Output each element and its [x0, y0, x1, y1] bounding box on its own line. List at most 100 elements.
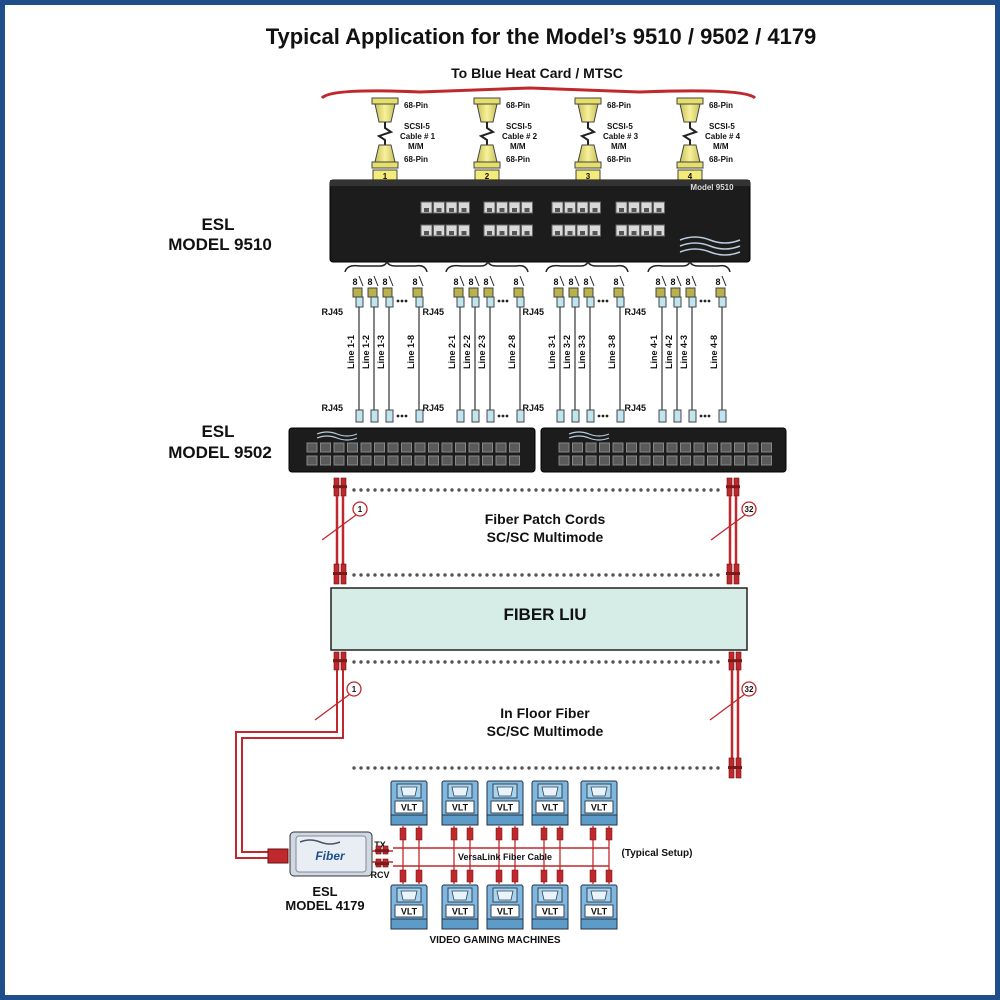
model-4179-label-model: MODEL 4179: [285, 898, 364, 913]
rj45-port: [455, 442, 466, 453]
rj45-port: [589, 224, 601, 237]
fiber-count-badge: [352, 501, 368, 517]
rj45-plug: [355, 296, 364, 308]
line-label: Line 2-2: [462, 335, 472, 369]
rj45-port: [387, 442, 399, 453]
vlt-machine: VLT: [531, 884, 569, 930]
rj45-port: [483, 224, 496, 237]
rj45-port: [585, 442, 597, 453]
rj45-port: [468, 442, 480, 453]
rj45-port: [761, 455, 772, 466]
line-label: Line 3-1: [547, 335, 557, 369]
line-label: Line 2-3: [477, 335, 487, 369]
fiber-count-badge: [741, 501, 757, 517]
rj45-port: [693, 442, 705, 453]
scsi-mm-label: M/M: [510, 142, 526, 151]
model-4179-label-esl: ESL: [312, 884, 337, 899]
rj45-port: [445, 201, 458, 214]
rj45-port: [640, 224, 653, 237]
rj45-plug: [688, 409, 697, 423]
video-gaming-machines-label: VIDEO GAMING MACHINES: [429, 935, 560, 946]
model-9502-label-esl: ESL: [201, 422, 234, 441]
rj45-plug: [385, 409, 394, 423]
rj45-port: [433, 224, 445, 237]
vlt-label: VLT: [401, 803, 418, 813]
rj45-port: [458, 201, 470, 214]
rj45-plug: [486, 296, 495, 308]
esl-wave-icon: [299, 839, 341, 845]
scsi-mm-label: M/M: [611, 142, 627, 151]
rj45-port: [693, 455, 705, 466]
rj45-port: [458, 224, 470, 237]
vlt-machine: VLT: [441, 780, 479, 826]
rj45-port: [521, 201, 533, 214]
rj45-label-top: RJ45: [422, 307, 444, 317]
rj45-label-top: RJ45: [321, 307, 343, 317]
line-label: Line 4-3: [679, 335, 689, 369]
rj45-plug: [658, 409, 667, 423]
rj45-plug: [586, 296, 595, 308]
rj45-port: [734, 442, 745, 453]
esl-logo-icon: [316, 431, 358, 441]
pin-count-label: 8: [613, 277, 618, 287]
rj45-port: [626, 442, 637, 453]
scsi-cable-number: Cable # 3: [603, 132, 639, 141]
rj45-port: [428, 455, 439, 466]
vlt-label: VLT: [591, 803, 608, 813]
pin-count-label: 8: [655, 277, 660, 287]
rj45-port: [347, 455, 358, 466]
rj45-port: [468, 455, 480, 466]
rj45-port: [306, 455, 318, 466]
rj45-port: [401, 455, 412, 466]
scsi-bottom-pin-label: 68-Pin: [709, 155, 733, 164]
line-label: Line 4-1: [649, 335, 659, 369]
pin-count-label: 8: [553, 277, 558, 287]
rj45-port: [628, 201, 640, 214]
rj45-plug: [616, 296, 625, 308]
rj45-port: [495, 442, 507, 453]
rj45-plug: [355, 409, 364, 423]
model-9510-label-esl: ESL: [201, 215, 234, 234]
model-9502-panel-1: [288, 427, 536, 473]
rj45-port: [558, 455, 570, 466]
line-label: Line 4-8: [709, 335, 719, 369]
rj45-port: [551, 224, 564, 237]
application-diagram: Typical Application for the Model’s 9510…: [168, 24, 817, 946]
rj45-port: [495, 455, 507, 466]
rj45-label-top: RJ45: [522, 307, 544, 317]
diagram-title: Typical Application for the Model’s 9510…: [266, 24, 817, 49]
pin-count-label: 8: [583, 277, 588, 287]
rj45-plug: [571, 296, 580, 308]
rj45-plug: [385, 296, 394, 308]
vlt-machine: VLT: [486, 780, 524, 826]
fiber-count-badge: [346, 681, 362, 697]
pin-count-label: 8: [382, 277, 387, 287]
model-9502-panels: [288, 427, 787, 473]
blue-heat-card-label: To Blue Heat Card / MTSC: [451, 65, 623, 81]
rj45-plug: [456, 409, 465, 423]
rj45-label-bottom: RJ45: [624, 403, 646, 413]
rj45-plug: [370, 409, 379, 423]
rj45-port: [496, 224, 508, 237]
scsi-top-pin-label: 68-Pin: [709, 101, 733, 110]
rj45-port: [572, 455, 583, 466]
fiber-count-number: 1: [352, 685, 357, 694]
line-label: Line 3-8: [607, 335, 617, 369]
vlt-label: VLT: [452, 803, 469, 813]
rj45-port: [734, 455, 745, 466]
rj45-plug: [586, 409, 595, 423]
pin-count-label: 8: [568, 277, 573, 287]
line-label: Line 1-8: [406, 335, 416, 369]
model-9502-panel-2: [540, 427, 787, 473]
rj45-port: [628, 224, 640, 237]
rj45-plug: [456, 296, 465, 308]
line-label: Line 3-3: [577, 335, 587, 369]
tx-label: TX: [374, 840, 386, 850]
rj45-port: [747, 455, 759, 466]
scsi-mm-label: M/M: [713, 142, 729, 151]
rj45-port: [320, 455, 331, 466]
rj45-port: [720, 442, 732, 453]
